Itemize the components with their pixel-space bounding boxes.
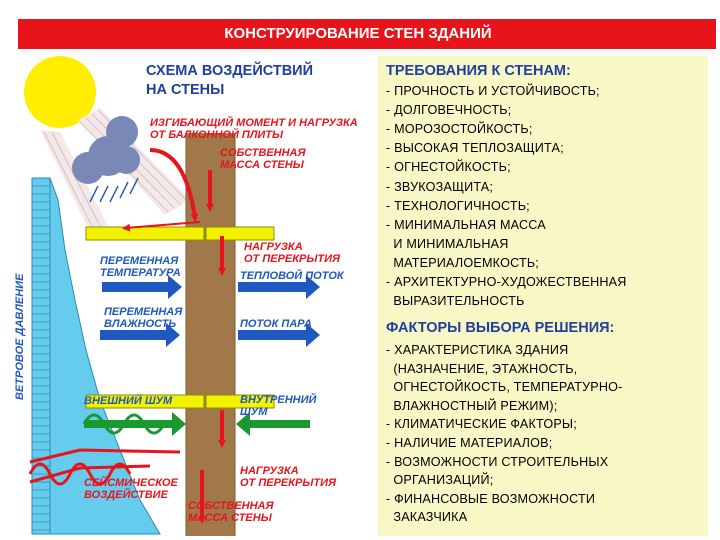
label-bending: ИЗГИБАЮЩИЙ МОМЕНТ И НАГРУЗКА ОТ БАЛКОННО… <box>150 117 358 141</box>
label-vapor-flow: ПОТОК ПАРА <box>240 318 312 330</box>
factor-item: ВЛАЖНОСТНЫЙ РЕЖИМ); <box>386 398 558 413</box>
factor-item: ОГНЕСТОЙКОСТЬ, ТЕМПЕРАТУРНО- <box>386 380 623 395</box>
sun-icon <box>24 56 96 128</box>
label-wind-pressure: ВЕТРОВОЕ ДАВЛЕНИЕ <box>14 273 26 400</box>
requirement-item: - ОГНЕСТОЙКОСТЬ; <box>386 160 511 175</box>
label-load-top: НАГРУЗКА ОТ ПЕРЕКРЫТИЯ <box>244 241 340 265</box>
label-seismic-line2: ВОЗДЕЙСТВИЕ <box>84 489 168 501</box>
label-var-humid-line2: ВЛАЖНОСТЬ <box>104 318 177 330</box>
requirement-item: - ДОЛГОВЕЧНОСТЬ; <box>386 103 512 118</box>
label-bending-line1: ИЗГИБАЮЩИЙ МОМЕНТ И НАГРУЗКА <box>150 117 358 129</box>
floor-slab-top <box>205 226 275 241</box>
blue-arrows <box>100 275 320 347</box>
label-var-temp-line2: ТЕМПЕРАТУРА <box>100 267 181 279</box>
floor-slab-bottom <box>205 394 275 409</box>
label-load-top-line1: НАГРУЗКА <box>244 241 303 253</box>
requirement-item: МАТЕРИАЛОЕМКОСТЬ; <box>386 255 539 270</box>
factor-item: - КЛИМАТИЧЕСКИЕ ФАКТОРЫ; <box>386 417 577 432</box>
requirement-item: И МИНИМАЛЬНАЯ <box>386 236 509 251</box>
label-heat-flow: ТЕПЛОВОЙ ПОТОК <box>240 270 344 282</box>
requirements-panel: ТРЕБОВАНИЯ К СТЕНАМ: - ПРОЧНОСТЬ И УСТОЙ… <box>378 56 708 536</box>
label-load-bottom-line1: НАГРУЗКА <box>240 465 299 477</box>
balcony-slab-bottom <box>85 394 205 409</box>
cloud-icon <box>72 116 140 184</box>
wall-impact-diagram <box>24 56 320 536</box>
scheme-title-line1: СХЕМА ВОЗДЕЙСТВИЙ <box>146 63 314 79</box>
requirement-item: - ЗВУКОЗАЩИТА; <box>386 179 494 194</box>
factor-item: - ХАРАКТЕРИСТИКА ЗДАНИЯ <box>386 343 569 357</box>
label-int-noise: ВНУТРЕННИЙ ШУМ <box>240 394 316 418</box>
label-int-noise-line2: ШУМ <box>240 406 268 418</box>
label-own-mass-top-line2: МАССА СТЕНЫ <box>220 159 304 171</box>
title-bar: КОНСТРУИРОВАНИЕ СТЕН ЗДАНИЙ <box>18 19 716 49</box>
label-own-mass-top-line1: СОБСТВЕННАЯ <box>220 147 306 159</box>
factors-heading: ФАКТОРЫ ВЫБОРА РЕШЕНИЯ: <box>386 320 615 336</box>
label-var-temp: ПЕРЕМЕННАЯ ТЕМПЕРАТУРА <box>100 255 181 279</box>
label-own-mass-top: СОБСТВЕННАЯ МАССА СТЕНЫ <box>220 147 306 171</box>
requirements-heading: ТРЕБОВАНИЯ К СТЕНАМ: <box>386 63 571 79</box>
rain-lines <box>89 177 139 203</box>
label-bending-line2: ОТ БАЛКОННОЙ ПЛИТЫ <box>150 129 284 141</box>
factor-item: - НАЛИЧИЕ МАТЕРИАЛОВ; <box>386 436 553 450</box>
label-var-temp-line1: ПЕРЕМЕННАЯ <box>100 255 179 267</box>
factor-item: ЗАКАЗЧИКА <box>386 510 468 525</box>
label-int-noise-line1: ВНУТРЕННИЙ <box>240 394 317 406</box>
label-var-humid: ПЕРЕМЕННАЯ ВЛАЖНОСТЬ <box>104 306 182 330</box>
label-var-humid-line1: ПЕРЕМЕННАЯ <box>104 306 183 318</box>
requirement-item: - МИНИМАЛЬНАЯ МАССА <box>386 217 546 232</box>
scheme-title-line2: НА СТЕНЫ <box>146 82 225 98</box>
factor-item: - ФИНАНСОВЫЕ ВОЗМОЖНОСТИ <box>386 491 596 506</box>
page-title: КОНСТРУИРОВАНИЕ СТЕН ЗДАНИЙ <box>224 25 492 42</box>
balcony-slab <box>85 226 205 241</box>
factor-item: - ВОЗМОЖНОСТИ СТРОИТЕЛЬНЫХ <box>386 454 609 469</box>
seismic-waves <box>28 462 132 486</box>
label-seismic: СЕЙСМИЧЕСКОЕ ВОЗДЕЙСТВИЕ <box>84 477 178 501</box>
factor-item: (НАЗНАЧЕНИЕ, ЭТАЖНОСТЬ, <box>386 361 578 376</box>
label-own-mass-bottom: СОБСТВЕННАЯ МАССА СТЕНЫ <box>188 500 274 524</box>
label-own-mass-bottom-line1: СОБСТВЕННАЯ <box>188 500 274 512</box>
label-own-mass-bottom-line2: МАССА СТЕНЫ <box>188 512 272 524</box>
requirement-item: - ТЕХНОЛОГИЧНОСТЬ; <box>386 198 530 213</box>
requirement-item: - АРХИТЕКТУРНО-ХУДОЖЕСТВЕННАЯ <box>386 275 627 289</box>
wind-pressure-column <box>31 177 161 535</box>
noise-arrows <box>82 412 310 436</box>
factor-item: ОРГАНИЗАЦИЙ; <box>386 473 494 488</box>
label-seismic-line1: СЕЙСМИЧЕСКОЕ <box>84 477 178 489</box>
requirement-item: ВЫРАЗИТЕЛЬНОСТЬ <box>386 294 525 309</box>
scheme-title: СХЕМА ВОЗДЕЙСТВИЙ НА СТЕНЫ <box>146 62 313 100</box>
label-load-bottom-line2: ОТ ПЕРЕКРЫТИЯ <box>240 477 337 489</box>
label-load-top-line2: ОТ ПЕРЕКРЫТИЯ <box>244 253 341 265</box>
label-load-bottom: НАГРУЗКА ОТ ПЕРЕКРЫТИЯ <box>240 465 336 489</box>
label-ext-noise: ВНЕШНИЙ ШУМ <box>84 395 173 407</box>
requirement-item: - ПРОЧНОСТЬ И УСТОЙЧИВОСТЬ; <box>386 84 600 98</box>
requirement-item: - ВЫСОКАЯ ТЕПЛОЗАЩИТА; <box>386 141 564 156</box>
requirement-item: - МОРОЗОСТОЙКОСТЬ; <box>386 122 533 137</box>
